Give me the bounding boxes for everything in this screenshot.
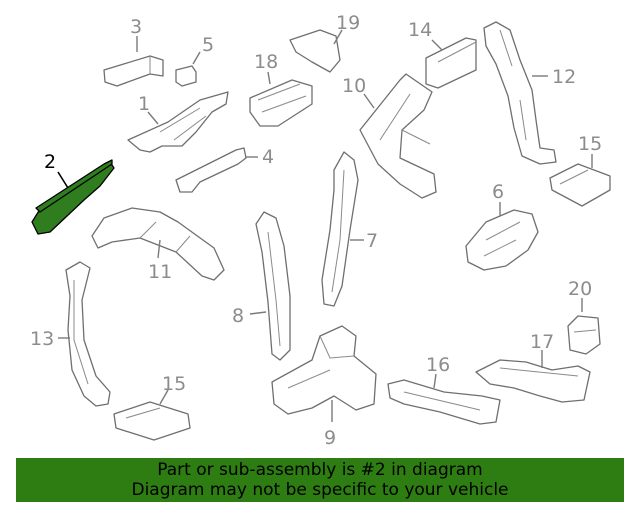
callout-14: 14 [408,19,432,41]
part-15-upper[interactable]: 15 [549,133,611,207]
callout-10: 10 [342,75,366,97]
part-8[interactable]: 8 [232,211,291,361]
part-4[interactable]: 4 [175,146,274,193]
banner-line-2: Diagram may not be specific to your vehi… [131,480,509,500]
callout-17: 17 [530,331,554,353]
callout-15-lower: 15 [162,373,186,395]
part-6[interactable]: 6 [465,181,539,271]
banner-line-1: Part or sub-assembly is #2 in diagram [157,460,483,480]
parts-diagram: 3 5 1 2 4 11 18 [30,12,611,449]
callout-7: 7 [366,230,378,252]
callout-16: 16 [426,354,450,376]
callout-9: 9 [324,427,336,449]
part-10[interactable]: 10 [342,73,437,199]
callout-11: 11 [148,261,172,283]
callout-3: 3 [130,16,142,38]
callout-12: 12 [552,66,576,88]
part-7[interactable]: 7 [321,151,378,307]
part-3[interactable]: 3 [103,16,164,87]
callout-4: 4 [262,146,274,168]
callout-5: 5 [202,34,214,56]
callout-2: 2 [44,151,56,173]
part-18[interactable]: 18 [249,51,313,127]
info-banner: Part or sub-assembly is #2 in diagram Di… [16,458,624,502]
callout-19: 19 [336,12,360,34]
part-16[interactable]: 16 [387,354,501,425]
part-9[interactable]: 9 [271,325,377,449]
callout-6: 6 [492,181,504,203]
part-13[interactable]: 13 [30,261,111,407]
callout-13: 13 [30,328,54,350]
callout-18: 18 [254,51,278,73]
part-1[interactable]: 1 [127,91,229,153]
part-19[interactable]: 19 [289,12,360,73]
part-15-lower[interactable]: 15 [113,373,191,441]
callout-20: 20 [568,278,592,300]
callout-1: 1 [138,93,150,115]
part-20[interactable]: 20 [567,278,601,355]
part-11[interactable]: 11 [91,207,225,283]
callout-8: 8 [232,305,244,327]
part-2-highlighted[interactable]: 2 [31,151,115,235]
part-17[interactable]: 17 [475,331,591,403]
part-5[interactable]: 5 [175,34,214,87]
callout-15-upper: 15 [578,133,602,155]
part-12[interactable]: 12 [483,21,576,165]
part-14[interactable]: 14 [408,19,477,89]
